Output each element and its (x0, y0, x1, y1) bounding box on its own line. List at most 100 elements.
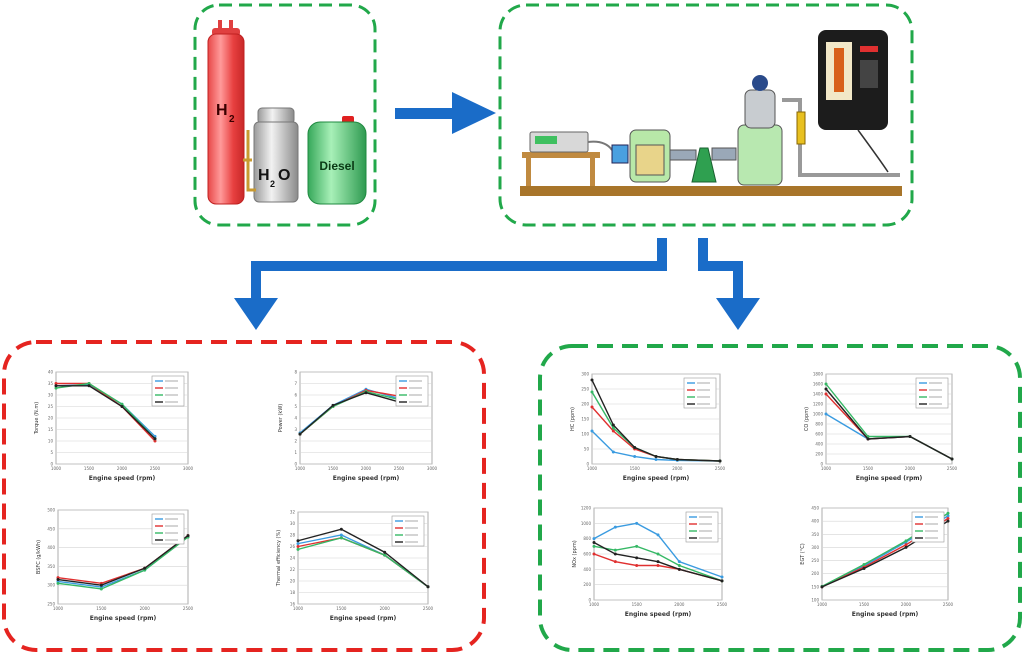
y-axis-label: NOx (ppm) (572, 540, 578, 567)
x-tick-label: 2000 (117, 466, 128, 471)
data-point (153, 439, 157, 443)
series-line (593, 522, 723, 578)
y-tick-label: 30 (48, 393, 54, 398)
x-tick-label: 1000 (821, 466, 832, 471)
y-tick-label: 0 (820, 462, 823, 467)
x-tick-label: 1500 (336, 606, 347, 611)
data-point (120, 402, 124, 406)
data-point (87, 382, 91, 385)
y-tick-label: 1 (294, 450, 297, 455)
x-tick-label: 1000 (293, 606, 304, 611)
x-tick-label: 2500 (717, 602, 728, 607)
data-point (56, 581, 60, 585)
arrow-down-icon (234, 238, 667, 330)
data-point (54, 384, 58, 388)
data-point (824, 412, 828, 416)
data-point (590, 390, 594, 394)
y-tick-label: 500 (47, 508, 55, 513)
y-axis-label: EGT (°C) (800, 543, 806, 564)
data-point (590, 378, 594, 382)
data-point (946, 517, 950, 521)
data-point (635, 556, 639, 560)
y-tick-label: 300 (581, 372, 589, 377)
data-point (54, 382, 58, 385)
y-tick-label: 0 (50, 462, 53, 467)
data-point (87, 384, 91, 388)
x-tick-label: 2000 (672, 466, 683, 471)
data-point (99, 583, 103, 587)
series-line (591, 379, 721, 462)
data-point (611, 450, 615, 454)
x-tick-label: 3000 (183, 466, 194, 471)
y-tick-label: 350 (811, 532, 819, 537)
y-tick-label: 400 (815, 442, 823, 447)
x-tick-label: 1500 (328, 466, 339, 471)
data-point (99, 587, 103, 591)
series-line (56, 382, 156, 442)
data-point (866, 437, 870, 441)
data-point (120, 405, 124, 408)
data-point (296, 547, 300, 551)
data-point (946, 519, 950, 523)
data-point (656, 564, 660, 567)
data-point (54, 386, 58, 390)
data-point (339, 527, 343, 531)
x-tick-label: 2000 (901, 602, 912, 607)
y-tick-label: 6 (294, 393, 297, 398)
y-tick-label: 22 (290, 567, 296, 572)
series-line (825, 388, 953, 460)
data-point (824, 382, 828, 386)
series-line (591, 430, 721, 462)
y-tick-label: 200 (811, 571, 819, 576)
y-tick-label: 4 (294, 416, 297, 421)
data-point (908, 435, 912, 438)
x-tick-label: 1000 (589, 602, 600, 607)
y-tick-label: 1200 (813, 402, 824, 407)
data-point (720, 579, 724, 583)
data-point (613, 548, 617, 552)
data-point (633, 446, 637, 449)
x-tick-label: 1500 (84, 466, 95, 471)
y-tick-label: 400 (47, 545, 55, 550)
y-tick-label: 200 (583, 582, 591, 587)
data-point (677, 564, 681, 567)
x-tick-label: 2000 (361, 466, 372, 471)
y-tick-label: 1200 (581, 506, 592, 511)
x-tick-label: 2500 (715, 466, 726, 471)
data-point (862, 563, 866, 567)
data-point (677, 560, 681, 564)
data-point (656, 533, 660, 537)
series-line (56, 385, 156, 440)
x-tick-label: 2000 (140, 606, 151, 611)
x-tick-label: 2500 (943, 602, 954, 607)
data-point (656, 560, 660, 564)
y-tick-label: 15 (48, 427, 54, 432)
y-axis-label: Torque (N.m) (34, 402, 40, 435)
x-tick-label: 2000 (380, 606, 391, 611)
x-tick-label: 3000 (427, 466, 438, 471)
fuel-box-border (193, 3, 377, 227)
x-tick-label: 1000 (817, 602, 828, 607)
y-tick-label: 600 (583, 552, 591, 557)
data-point (383, 553, 387, 557)
y-tick-label: 350 (47, 564, 55, 569)
x-tick-label: 1000 (587, 466, 598, 471)
data-point (364, 391, 368, 395)
series-line (593, 541, 723, 582)
y-tick-label: 100 (811, 598, 819, 603)
x-tick-label: 1500 (863, 466, 874, 471)
data-point (590, 405, 594, 409)
data-point (654, 458, 658, 461)
y-tick-label: 24 (290, 556, 296, 561)
x-tick-label: 1000 (295, 466, 306, 471)
x-axis-label: Engine speed (rpm) (856, 475, 923, 482)
y-tick-label: 10 (48, 439, 54, 444)
y-tick-label: 1800 (813, 372, 824, 377)
emission-results-box (538, 344, 1022, 652)
y-axis-label: HC (ppm) (570, 407, 576, 431)
diesel-tank-icon: Diesel (307, 116, 367, 205)
x-axis-label: Engine speed (rpm) (89, 475, 156, 482)
series-line (57, 536, 189, 590)
